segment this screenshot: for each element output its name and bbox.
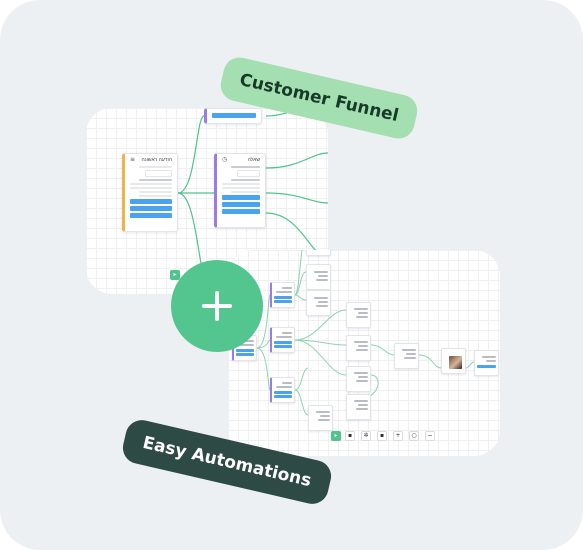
automation-node[interactable] bbox=[346, 366, 371, 392]
node-title: שאלה bbox=[247, 157, 260, 163]
search-icon[interactable]: ○ bbox=[409, 431, 419, 441]
automation-node[interactable] bbox=[346, 302, 371, 328]
question-node[interactable]: ◷ שאלה bbox=[214, 153, 266, 228]
gear-icon[interactable]: ✲ bbox=[361, 431, 371, 441]
automation-node[interactable] bbox=[270, 282, 295, 308]
node-button[interactable] bbox=[212, 113, 256, 118]
node-input[interactable] bbox=[145, 170, 172, 177]
node-button[interactable] bbox=[222, 202, 260, 207]
play-icon[interactable]: ▸ bbox=[331, 431, 341, 441]
node-button[interactable] bbox=[130, 213, 172, 218]
lock-icon[interactable]: ▪ bbox=[377, 431, 387, 441]
clock-icon: ◷ bbox=[222, 156, 228, 163]
funnel-builder-canvas[interactable]: ≡ הודעה ראשונה ◷ שאלה ▸ bbox=[86, 108, 328, 294]
text-line bbox=[139, 166, 172, 168]
text-line bbox=[222, 187, 260, 189]
node-button[interactable] bbox=[222, 195, 260, 200]
zoom-in-icon[interactable]: + bbox=[393, 431, 403, 441]
text-line bbox=[231, 191, 260, 193]
automation-node[interactable] bbox=[306, 264, 331, 290]
flow-node-card[interactable] bbox=[204, 108, 262, 124]
node-input[interactable] bbox=[237, 170, 260, 177]
automation-node[interactable] bbox=[394, 343, 419, 369]
menu-icon[interactable]: ≡ bbox=[130, 156, 136, 163]
automation-node[interactable] bbox=[306, 290, 331, 316]
text-line bbox=[130, 183, 172, 185]
text-line bbox=[222, 183, 260, 185]
folder-icon[interactable]: ▪ bbox=[345, 431, 355, 441]
automation-canvas[interactable]: ▸ ▪ ✲ ▪ + ○ − bbox=[228, 250, 500, 456]
text-line bbox=[139, 195, 172, 197]
profile-photo bbox=[449, 356, 462, 369]
automation-node[interactable] bbox=[346, 394, 371, 420]
automation-node[interactable] bbox=[346, 335, 371, 361]
text-line bbox=[130, 187, 172, 189]
zoom-out-icon[interactable]: − bbox=[425, 431, 435, 441]
image-node[interactable] bbox=[441, 348, 466, 374]
text-line bbox=[139, 179, 172, 181]
plus-icon bbox=[171, 260, 263, 352]
automation-node[interactable] bbox=[474, 350, 499, 376]
play-icon[interactable]: ▸ bbox=[170, 270, 180, 280]
automation-node[interactable] bbox=[270, 327, 295, 353]
node-title: הודעה ראשונה bbox=[141, 157, 172, 163]
node-button[interactable] bbox=[130, 206, 172, 211]
node-button[interactable] bbox=[222, 209, 260, 214]
automation-node[interactable] bbox=[308, 405, 333, 431]
text-line bbox=[139, 191, 172, 193]
text-line bbox=[231, 166, 260, 168]
text-line bbox=[231, 179, 260, 181]
first-message-node[interactable]: ≡ הודעה ראשונה bbox=[122, 153, 178, 232]
node-button[interactable] bbox=[130, 199, 172, 204]
automation-node[interactable] bbox=[306, 250, 331, 256]
automation-node[interactable] bbox=[270, 377, 295, 403]
